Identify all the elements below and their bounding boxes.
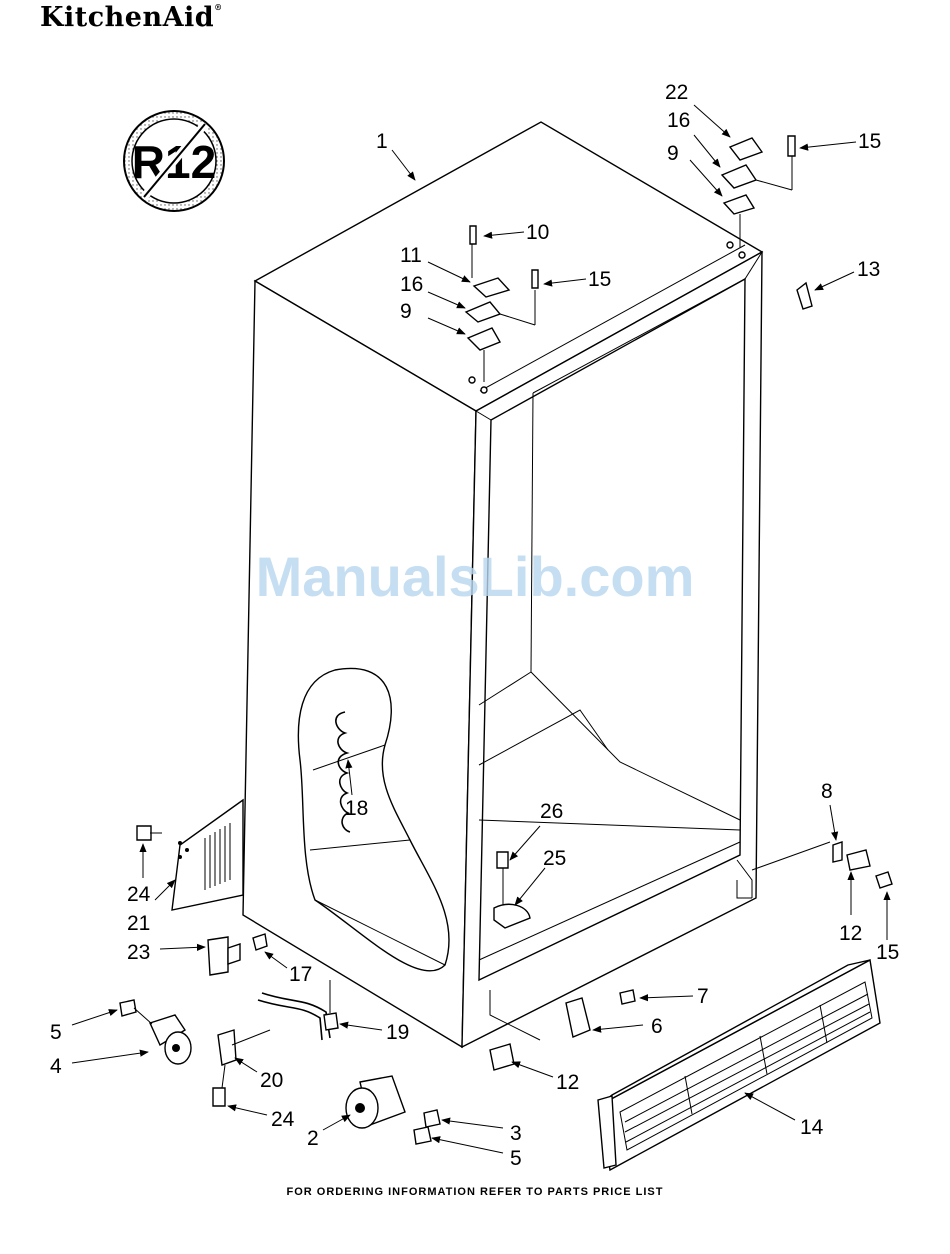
callout-24: 24 <box>271 1108 295 1131</box>
callout-15: 15 <box>858 130 881 153</box>
callout-18: 18 <box>345 797 368 820</box>
callout-16: 16 <box>667 109 690 132</box>
callout-26: 26 <box>540 800 563 823</box>
callout-2: 2 <box>307 1127 319 1150</box>
callout-5: 5 <box>50 1021 62 1044</box>
callout-4: 4 <box>50 1055 62 1078</box>
callout-5: 5 <box>510 1147 522 1170</box>
clamp-20 <box>213 1030 270 1106</box>
watermark: ManualsLib.com <box>0 544 950 609</box>
footer-note: FOR ORDERING INFORMATION REFER TO PARTS … <box>0 1186 950 1198</box>
grille-14 <box>598 960 880 1170</box>
callout-9: 9 <box>400 300 412 323</box>
callout-23: 23 <box>127 941 150 964</box>
callout-7: 7 <box>697 985 709 1008</box>
callout-15: 15 <box>588 268 611 291</box>
callout-3: 3 <box>510 1122 522 1145</box>
callout-1: 1 <box>376 130 388 153</box>
callout-10: 10 <box>526 221 549 244</box>
callout-9: 9 <box>667 142 679 165</box>
callout-19: 19 <box>386 1021 409 1044</box>
callout-12: 12 <box>556 1071 579 1094</box>
callout-14: 14 <box>800 1116 824 1139</box>
callout-8: 8 <box>821 780 833 803</box>
callout-13: 13 <box>857 258 880 281</box>
callout-24: 24 <box>127 883 151 906</box>
bracket-6 <box>566 990 635 1037</box>
bracket-8-12-right <box>833 842 892 888</box>
roller-2 <box>346 1076 440 1144</box>
callout-17: 17 <box>289 963 312 986</box>
no-r12-badge: R12 <box>124 111 224 211</box>
callout-16: 16 <box>400 273 423 296</box>
bracket-23 <box>208 934 267 975</box>
clip-13 <box>797 283 812 309</box>
callout-21: 21 <box>127 912 150 935</box>
callout-12: 12 <box>839 922 862 945</box>
callout-25: 25 <box>543 847 566 870</box>
tube-19 <box>258 980 338 1040</box>
callout-6: 6 <box>651 1015 663 1038</box>
clip-12-bottom <box>490 1044 514 1070</box>
callout-15: 15 <box>876 941 899 964</box>
callout-20: 20 <box>260 1069 283 1092</box>
callout-11: 11 <box>400 244 422 267</box>
callout-22: 22 <box>665 81 688 104</box>
